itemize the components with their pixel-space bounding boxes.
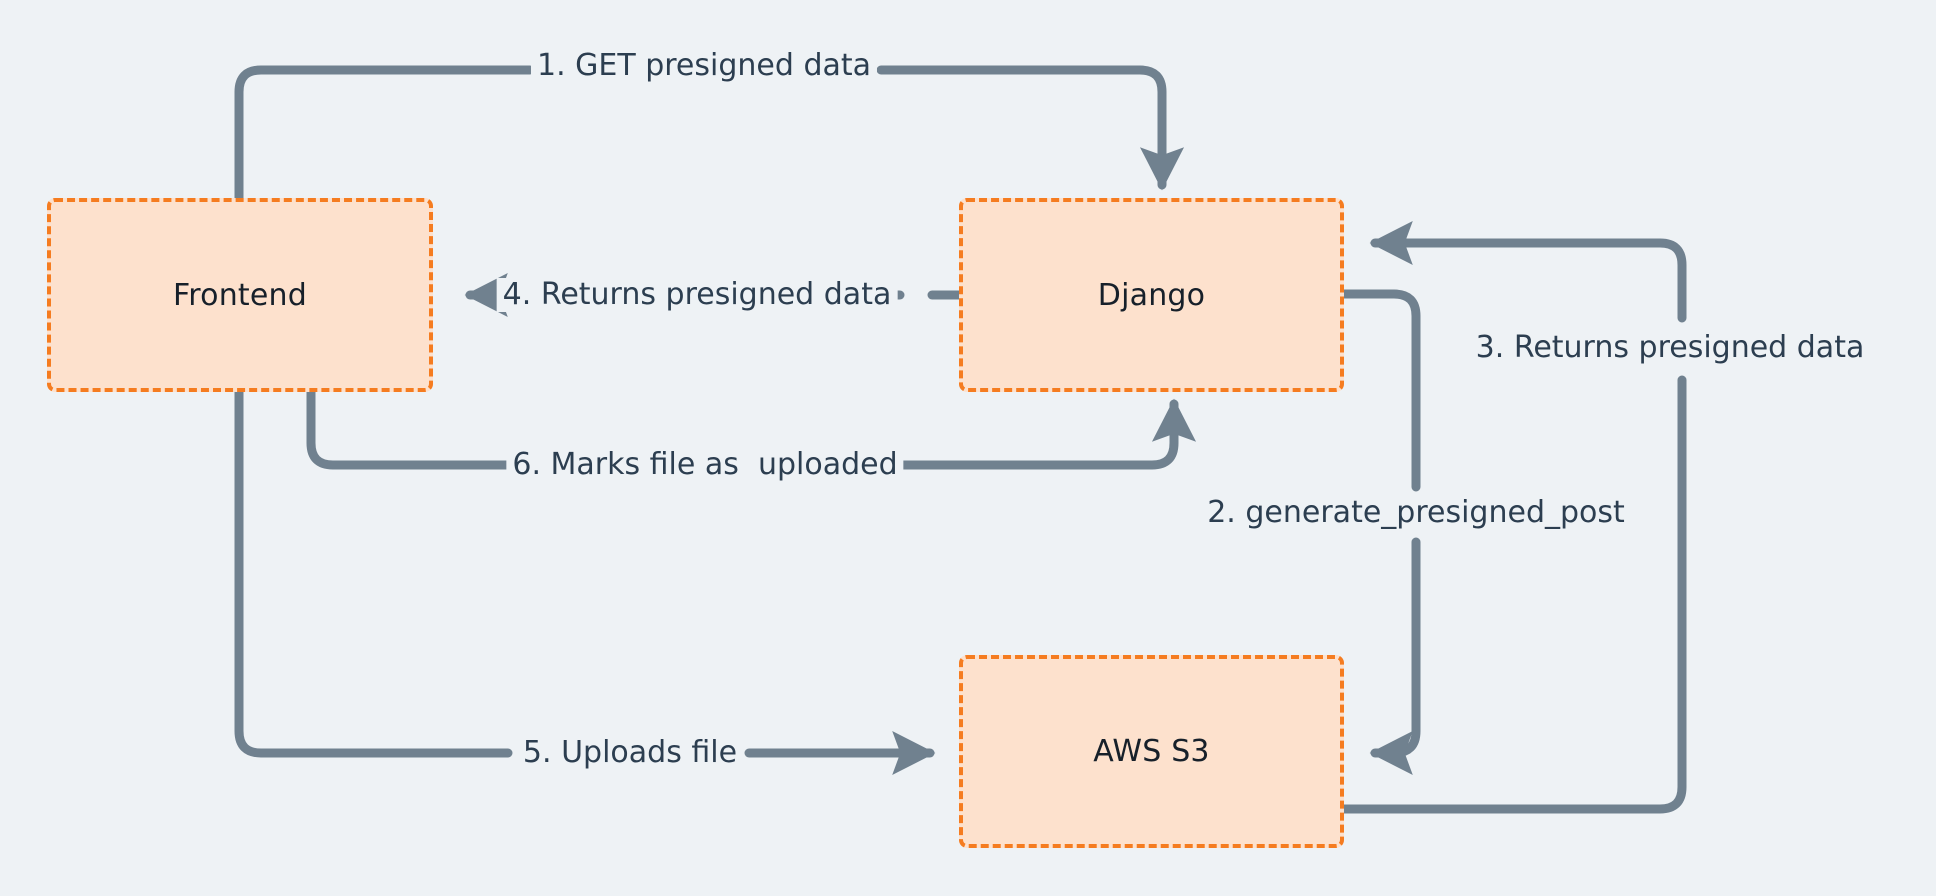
node-frontend-label: Frontend: [173, 277, 307, 313]
node-aws-s3[interactable]: AWS S3: [959, 655, 1344, 848]
node-frontend[interactable]: Frontend: [47, 198, 433, 392]
edge-label-2: 2. generate_presigned_post: [1201, 496, 1631, 530]
edge-label-1: 1. GET presigned data: [530, 49, 878, 83]
edge-path-6: [306, 387, 531, 470]
edge-path-6b: [882, 398, 1197, 470]
edge-path-3: [1339, 375, 1687, 814]
edge-label-3: 3. Returns presigned data: [1469, 331, 1871, 365]
edge-path-5: [234, 387, 513, 758]
edge-path-1b: [876, 65, 1185, 191]
node-django-label: Django: [1097, 277, 1206, 313]
edge-path-2b: [1369, 537, 1421, 776]
edge-path-2: [1339, 289, 1421, 492]
edge-label-6: 6. Marks file as uploaded: [506, 448, 904, 482]
edge-path-3b: [1369, 220, 1687, 323]
edge-path-1: [234, 65, 535, 203]
edge-label-4: 4. Returns presigned data: [496, 278, 898, 312]
edge-label-5: 5. Uploads file: [516, 736, 744, 770]
node-django[interactable]: Django: [959, 198, 1344, 392]
node-aws-s3-label: AWS S3: [1093, 734, 1210, 769]
